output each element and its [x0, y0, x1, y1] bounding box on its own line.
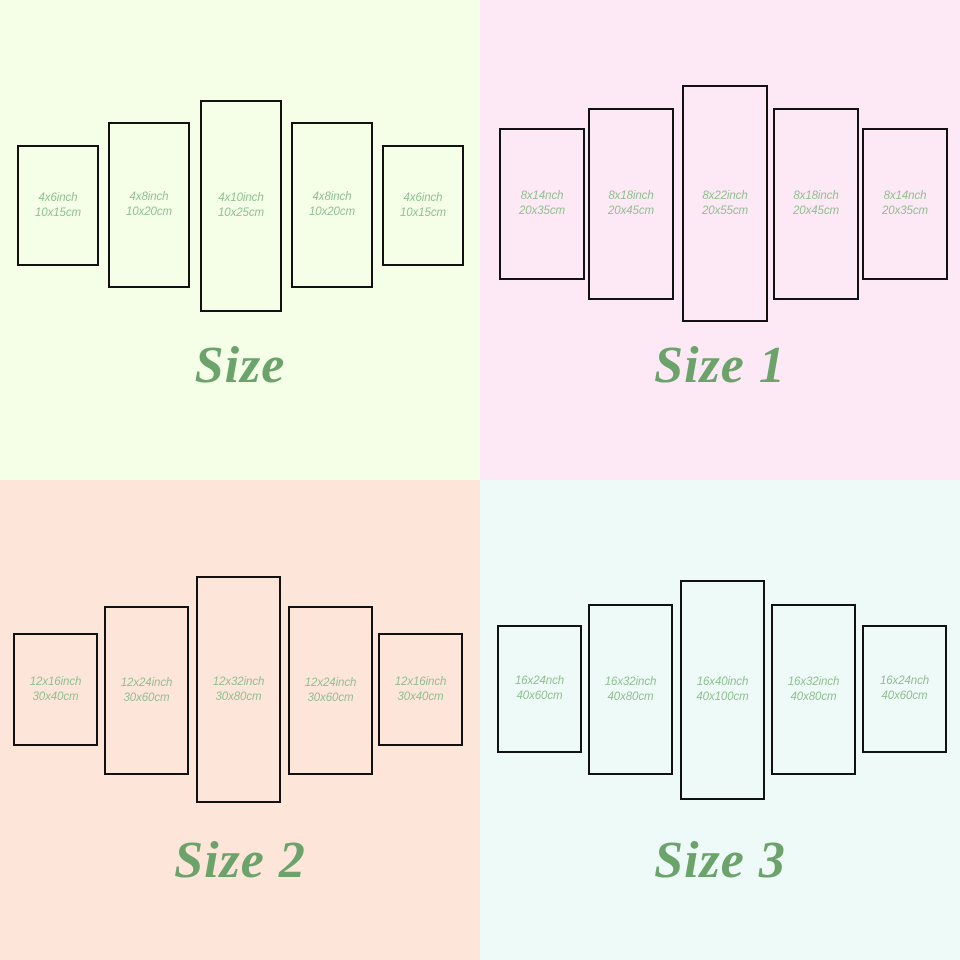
canvas-panel[interactable]: 4x8inch 10x20cm: [108, 122, 190, 288]
canvas-panel[interactable]: 8x14nch 20x35cm: [499, 128, 585, 280]
panel-size-cm: 40x60cm: [516, 690, 563, 702]
panel-size-label: 12x24inch 30x60cm: [305, 676, 357, 706]
panel-size-label: 4x8inch 10x20cm: [309, 190, 355, 220]
panel-size-cm: 30x60cm: [123, 691, 170, 704]
panel-size-label: 12x16inch 30x40cm: [30, 675, 82, 705]
panel-size-label: 8x14nch 20x35cm: [882, 189, 928, 219]
canvas-panel[interactable]: 12x16inch 30x40cm: [13, 633, 98, 746]
panel-size-inch: 16x40inch: [696, 676, 749, 688]
panel-size-cm: 30x40cm: [32, 690, 79, 703]
canvas-panel[interactable]: 16x32inch 40x80cm: [771, 604, 856, 775]
panel-size-label: 16x32inch 40x80cm: [605, 675, 657, 705]
panel-size-inch: 12x24inch: [120, 676, 173, 689]
panel-size-cm: 40x80cm: [607, 690, 654, 703]
panel-size-label: 8x18inch 20x45cm: [608, 189, 654, 219]
canvas-panel[interactable]: 4x10inch 10x25cm: [200, 100, 282, 312]
panel-size-label: 12x32inch 30x80cm: [213, 675, 265, 705]
panel-size-label: 16x32inch 40x80cm: [788, 675, 840, 705]
panel-size-cm: 30x80cm: [215, 690, 262, 703]
quadrant-size-1: 8x14nch 20x35cm 8x18inch 20x45cm 8x22inch 20x…: [480, 0, 960, 480]
panel-size-label: 16x24nch 40x60cm: [515, 674, 564, 704]
quadrant-size-2: 12x16inch 30x40cm 12x24inch 30x60cm 12x32inc…: [0, 480, 480, 960]
panel-size-label: 16x24nch 40x60cm: [880, 674, 929, 704]
panel-size-inch: 4x8inch: [312, 191, 352, 203]
panel-size-cm: 10x15cm: [400, 206, 446, 219]
canvas-panel[interactable]: 8x22inch 20x55cm: [682, 85, 768, 322]
quadrant-title-size: Size: [194, 337, 286, 394]
panel-size-inch: 12x24inch: [304, 676, 357, 689]
quadrant-size-3: 16x24nch 40x60cm 16x32inch 40x80cm 16x40inch…: [480, 480, 960, 960]
panel-size-inch: 8x14nch: [883, 190, 927, 202]
panel-size-cm: 10x20cm: [309, 206, 355, 218]
canvas-panel[interactable]: 4x6inch 10x15cm: [382, 145, 464, 266]
panel-size-cm: 10x15cm: [35, 206, 81, 219]
panel-size-cm: 20x35cm: [519, 205, 565, 217]
panel-size-inch: 12x32inch: [212, 675, 265, 688]
panel-size-inch: 12x16inch: [394, 675, 447, 688]
panel-size-cm: 10x20cm: [126, 206, 172, 218]
panel-size-label: 12x16inch 30x40cm: [395, 675, 447, 705]
panel-size-inch: 4x6inch: [403, 191, 443, 204]
quadrant-title-size-2: Size 2: [174, 832, 306, 889]
canvas-panel[interactable]: 12x16inch 30x40cm: [378, 633, 463, 746]
panel-size-label: 4x6inch 10x15cm: [35, 191, 81, 221]
panel-size-inch: 8x18inch: [793, 190, 839, 202]
panel-size-label: 8x18inch 20x45cm: [793, 189, 839, 219]
panel-group-size-2: 12x16inch 30x40cm 12x24inch 30x60cm 12x32inc…: [0, 480, 480, 960]
panel-size-inch: 16x32inch: [787, 675, 840, 688]
panel-size-cm: 20x55cm: [702, 204, 748, 217]
canvas-panel[interactable]: 12x32inch 30x80cm: [196, 576, 281, 803]
panel-size-cm: 30x40cm: [397, 690, 444, 703]
quadrant-title-size-3: Size 3: [654, 832, 786, 889]
canvas-panel[interactable]: 16x32inch 40x80cm: [588, 604, 673, 775]
panel-group-size-3: 16x24nch 40x60cm 16x32inch 40x80cm 16x40inch…: [480, 480, 960, 960]
panel-size-inch: 16x24nch: [879, 675, 930, 687]
panel-size-label: 16x40inch 40x100cm: [696, 675, 748, 705]
panel-size-inch: 16x24nch: [514, 675, 565, 687]
panel-size-label: 8x22inch 20x55cm: [702, 189, 748, 219]
canvas-panel[interactable]: 4x8inch 10x20cm: [291, 122, 373, 288]
panel-size-inch: 4x8inch: [129, 191, 169, 203]
panel-size-cm: 40x80cm: [790, 690, 837, 703]
panel-size-cm: 30x60cm: [307, 691, 354, 704]
canvas-panel[interactable]: 8x18inch 20x45cm: [588, 108, 674, 300]
panel-size-inch: 12x16inch: [29, 675, 82, 688]
panel-size-cm: 20x35cm: [882, 205, 928, 217]
canvas-panel[interactable]: 8x14nch 20x35cm: [862, 128, 948, 280]
quadrant-title-size-1: Size 1: [654, 337, 786, 394]
canvas-panel[interactable]: 12x24inch 30x60cm: [104, 606, 189, 775]
panel-size-cm: 40x60cm: [881, 690, 928, 702]
panel-size-label: 4x6inch 10x15cm: [400, 191, 446, 221]
canvas-panel[interactable]: 4x6inch 10x15cm: [17, 145, 99, 266]
panel-size-inch: 4x10inch: [218, 192, 264, 204]
panel-size-inch: 8x14nch: [520, 190, 564, 202]
panel-size-label: 12x24inch 30x60cm: [121, 676, 173, 706]
canvas-panel[interactable]: 16x24nch 40x60cm: [862, 625, 947, 753]
panel-size-label: 8x14nch 20x35cm: [519, 189, 565, 219]
panel-size-inch: 8x22inch: [702, 189, 748, 202]
quadrant-size: 4x6inch 10x15cm 4x8inch 10x20cm 4x10inch 10x2…: [0, 0, 480, 480]
canvas-panel[interactable]: 8x18inch 20x45cm: [773, 108, 859, 300]
panel-size-label: 4x10inch 10x25cm: [218, 191, 264, 221]
panel-size-label: 4x8inch 10x20cm: [126, 190, 172, 220]
panel-size-cm: 20x45cm: [608, 205, 654, 217]
panel-group-size-1: 8x14nch 20x35cm 8x18inch 20x45cm 8x22inch 20x…: [480, 0, 960, 480]
canvas-panel[interactable]: 16x24nch 40x60cm: [497, 625, 582, 753]
panel-size-cm: 20x45cm: [793, 205, 839, 217]
panel-size-cm: 10x25cm: [218, 207, 264, 219]
panel-size-inch: 8x18inch: [608, 190, 654, 202]
canvas-panel[interactable]: 12x24inch 30x60cm: [288, 606, 373, 775]
canvas-panel[interactable]: 16x40inch 40x100cm: [680, 580, 765, 800]
panel-size-cm: 40x100cm: [696, 691, 749, 703]
panel-size-inch: 16x32inch: [604, 675, 657, 688]
panel-size-inch: 4x6inch: [38, 191, 78, 204]
panel-group-size: 4x6inch 10x15cm 4x8inch 10x20cm 4x10inch 10x2…: [0, 0, 480, 480]
